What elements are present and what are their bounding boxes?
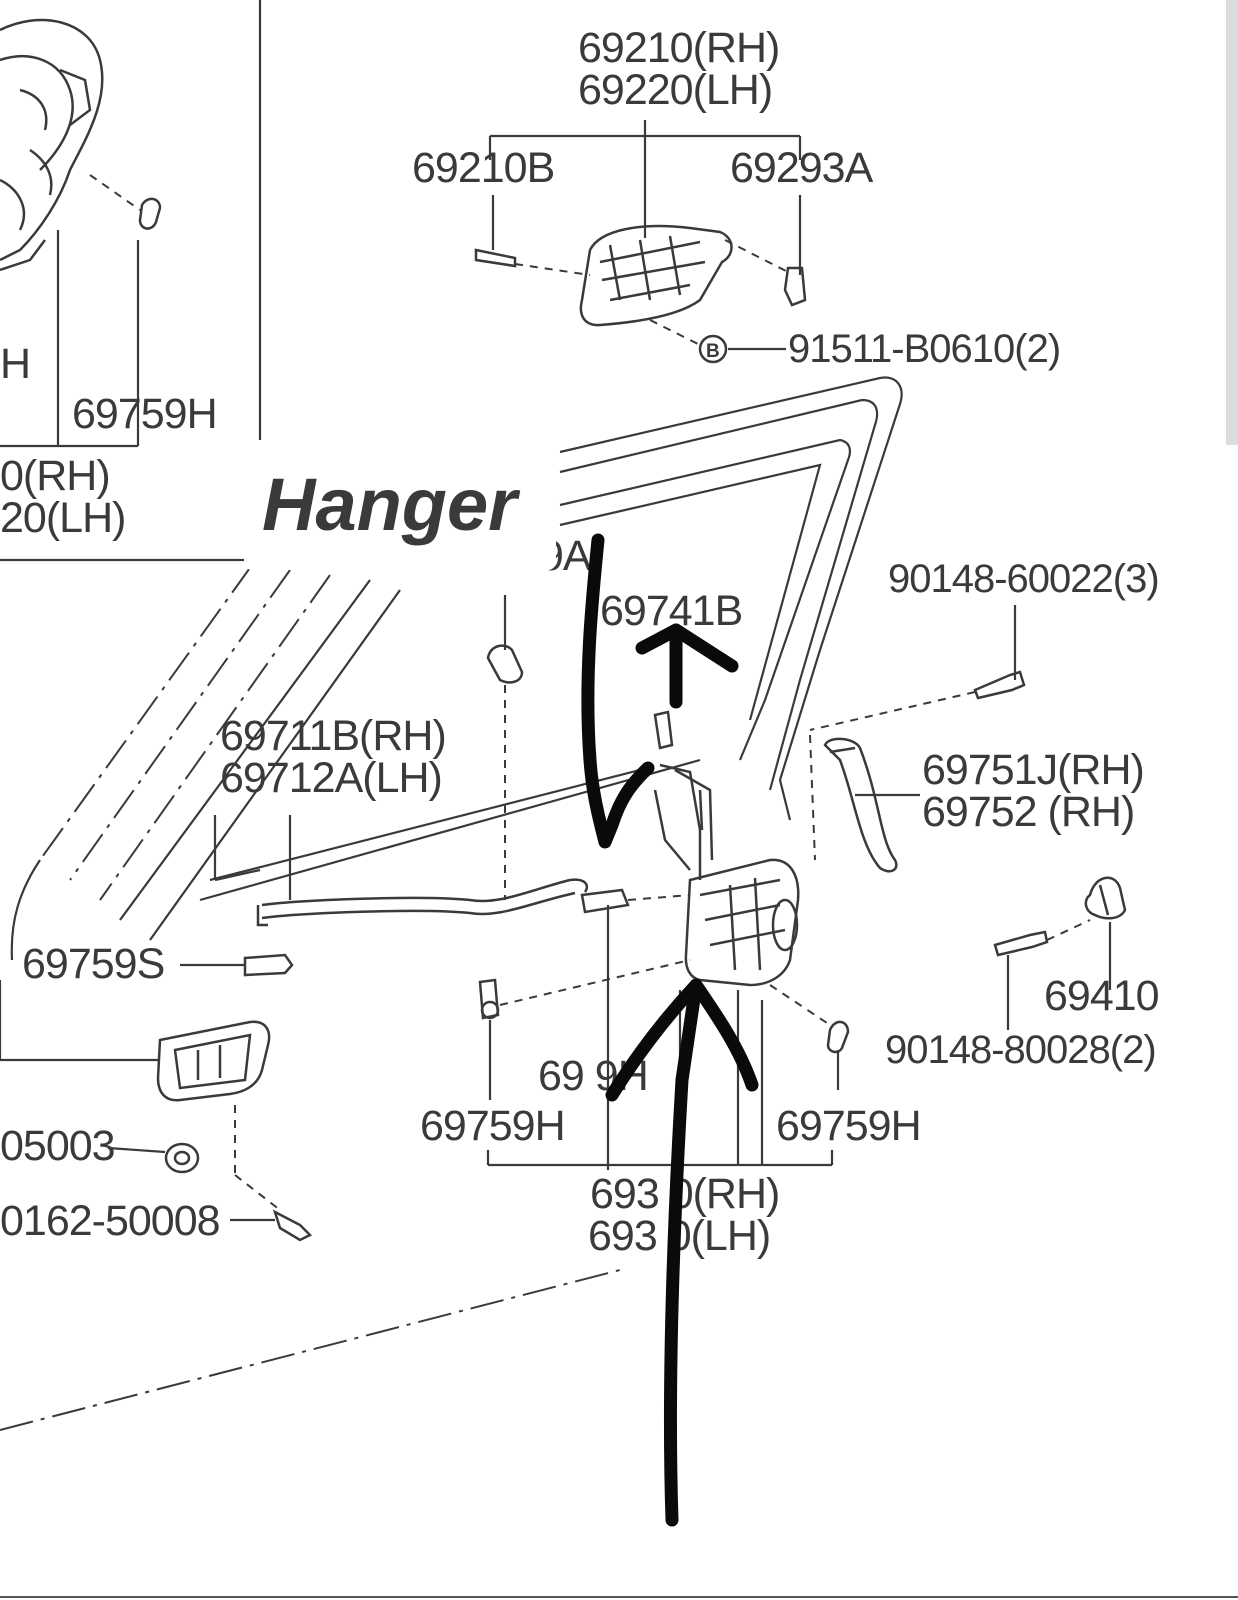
label-69752: 69752 (RH) [922,788,1134,836]
up-arrow-large [605,978,759,1527]
inside-handle-assembly [474,120,807,364]
inner-cable-69751j [823,737,920,873]
label-0162-50008: 0162-50008 [0,1197,220,1245]
label-h-partial: H [0,340,30,388]
lock-rod [213,815,589,927]
label-69759h-bottom-right: 69759H [776,1102,921,1150]
striker-69410 [993,876,1127,1030]
label-91511: 91511-B0610(2) [788,327,1060,371]
up-arrow-small [635,623,739,709]
bottom-clips [478,905,850,1170]
hanger-label: Hanger [262,463,521,546]
bolt-90148-60022 [809,605,1026,861]
label-inside-handle-rh: 69210(RH) [578,24,779,72]
part-9a-assembly [486,595,674,900]
label-05003: 05003 [0,1122,115,1170]
label-rh-partial: 0(RH) [0,452,110,500]
label-inside-handle-lh: 69220(LH) [578,66,772,114]
grommet-05003 [107,1142,200,1174]
door-frame [0,376,903,1431]
label-90148-60022: 90148-60022(3) [888,557,1159,601]
callout-labels: 69210(RH) 69220(LH) 69210B 69293A 91511-… [0,24,1160,1260]
inside-lock-knob [0,1020,271,1175]
hanger-pointer-arrow [581,533,655,849]
hanger-annotation: Hanger [244,440,759,1527]
label-69293a: 69293A [730,144,874,192]
label-rod-lh: 69712A(LH) [220,754,442,802]
right-panel-edge [1226,0,1238,445]
label-69759s: 69759S [22,940,164,988]
clip-69759s [180,953,294,977]
label-90148-80028: 90148-80028(2) [885,1028,1156,1072]
label-lh-partial: 20(LH) [0,494,125,542]
label-69210b: 69210B [412,144,554,192]
label-69759h-bottom-left: 69759H [420,1102,565,1150]
door-latch [499,763,831,1026]
label-69751j: 69751J(RH) [922,746,1144,794]
screw-symbol-icon: B [706,341,720,362]
label-latch-rh: 693 0(RH) [590,1170,779,1218]
clip-icon [138,197,162,230]
screw-0162 [230,1174,313,1242]
outside-handle-partial [0,18,104,272]
hanger-label-box [244,440,556,570]
label-69759h-top: 69759H [72,390,217,438]
inset-box [0,0,270,562]
label-rod-rh: 69711B(RH) [220,712,446,760]
label-69410: 69410 [1044,972,1159,1020]
